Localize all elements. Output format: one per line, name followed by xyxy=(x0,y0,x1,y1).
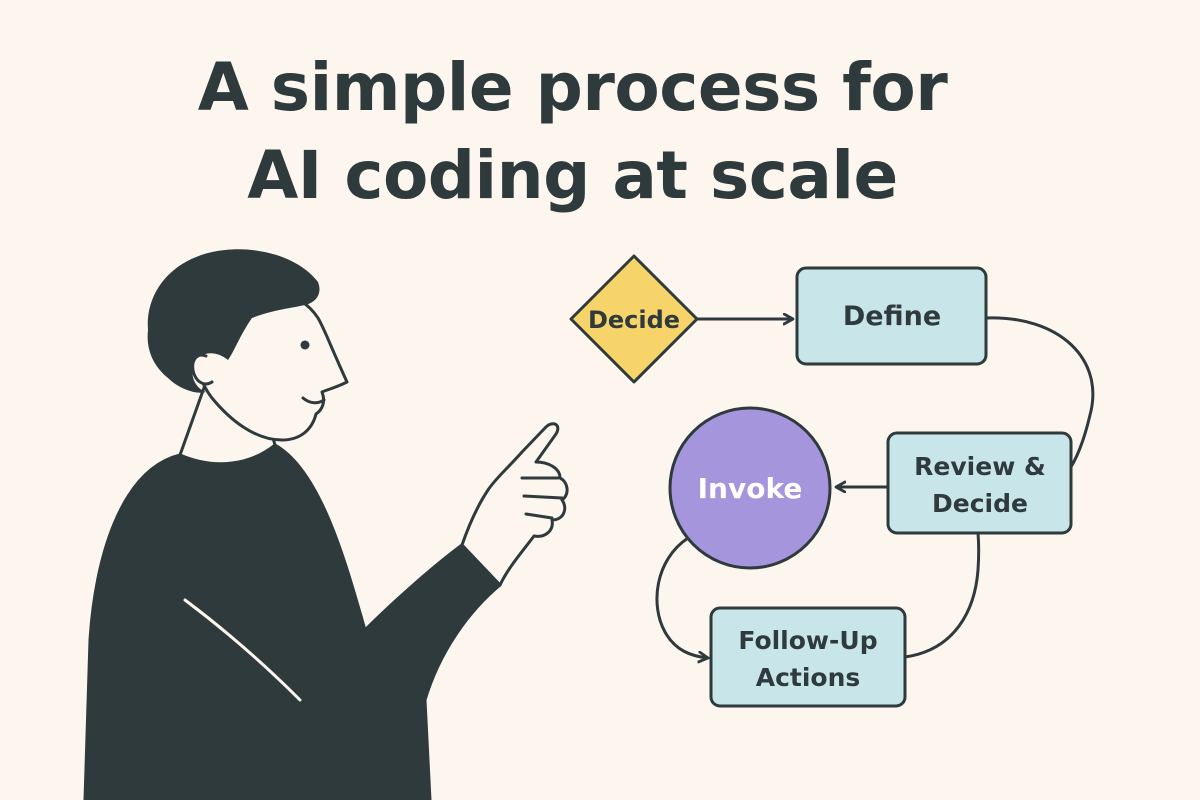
invoke-label: Invoke xyxy=(698,472,803,505)
followup-label-line-1: Follow-Up xyxy=(738,626,877,655)
node-decide: Decide xyxy=(569,254,699,384)
node-invoke: Invoke xyxy=(668,406,832,570)
person-illustration xyxy=(83,249,569,800)
edge-define-to-review xyxy=(983,316,1095,475)
title-line-1: A simple process for xyxy=(197,49,948,126)
node-define: Define xyxy=(795,266,988,366)
decide-label: Decide xyxy=(588,306,680,334)
review-box xyxy=(886,431,1073,535)
node-follow-up-actions: Follow-Up Actions xyxy=(709,606,907,708)
person-pointing-hand xyxy=(460,422,569,587)
edge-followup-to-review xyxy=(903,531,981,659)
decide-diamond xyxy=(569,254,699,384)
person-eye xyxy=(300,340,310,350)
define-box xyxy=(795,266,988,366)
person-ear xyxy=(191,353,214,386)
diagram-connectors xyxy=(655,316,1095,659)
edge-invoke-to-followup xyxy=(655,536,710,658)
define-label: Define xyxy=(843,301,941,332)
followup-box xyxy=(709,606,907,708)
person-arm-crease xyxy=(183,598,302,702)
person-hair xyxy=(147,249,320,393)
review-label-line-2: Decide xyxy=(932,489,1028,518)
review-label-line-1: Review & xyxy=(914,452,1046,481)
title-line-2: AI coding at scale xyxy=(247,137,898,214)
page-title: A simple process for AI coding at scale xyxy=(0,44,1145,220)
followup-label-line-2: Actions xyxy=(756,663,861,692)
invoke-circle xyxy=(668,406,832,570)
person-finger-lines xyxy=(520,476,564,520)
person-mouth xyxy=(301,396,326,405)
node-review-decide: Review & Decide xyxy=(886,431,1073,535)
person-torso xyxy=(83,443,502,800)
